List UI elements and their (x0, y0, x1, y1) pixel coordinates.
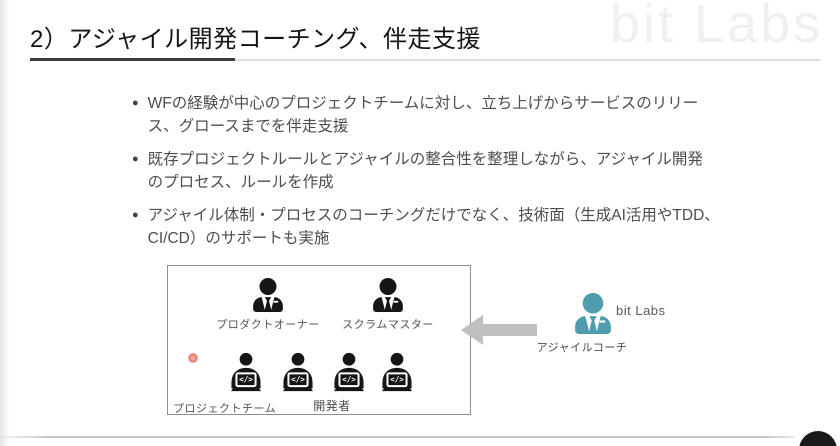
bullet-text: 既存プロジェクトルールとアジャイルの整合性を整理しながら、アジャイル開発 のプロ… (148, 148, 703, 194)
webcam-bubble[interactable] (799, 431, 837, 446)
developer-icon: </> (329, 351, 369, 393)
developer-icon: </> (226, 351, 266, 393)
bullet-marker-icon: ● (132, 153, 139, 165)
agile-coach-label: アジャイルコーチ (536, 342, 628, 354)
team-diagram-box: プロダクトオーナー スクラムマスター </> </> </> </> 開発者 プ… (167, 265, 471, 415)
coach-company-label: bit Labs (616, 303, 666, 318)
code-glyph: </> (342, 375, 356, 384)
title-underline (30, 58, 235, 61)
left-arrow-shape (461, 315, 537, 345)
code-glyph: </> (239, 375, 253, 384)
bullet-text: アジャイル体制・プロセスのコーチングだけでなく、技術面（生成AI活用やTDD、 … (148, 204, 720, 250)
bullet-marker-icon: ● (132, 209, 139, 221)
developers-label: 開発者 (313, 399, 351, 413)
agile-coach-icon (575, 293, 611, 339)
bullet-line: のプロセス、ルールを作成 (147, 174, 334, 191)
agile-coach-shape (575, 293, 611, 334)
bullet-line: CI/CD）のサポートも実施 (147, 230, 330, 247)
bottom-divider (0, 436, 795, 438)
bullet-list: ● WFの経験が中心のプロジェクトチームに対し、立ち上げからサービスのリリー ス… (132, 92, 720, 260)
left-arrow-icon (461, 315, 537, 345)
bullet-line: 既存プロジェクトルールとアジャイルの整合性を整理しながら、アジャイル開発 (147, 151, 703, 168)
bullet-line: WFの経験が中心のプロジェクトチームに対し、立ち上げからサービスのリリー (147, 95, 699, 112)
watermark-text: bit Labs (610, 0, 824, 54)
bullet-line: アジャイル体制・プロセスのコーチングだけでなく、技術面（生成AI活用やTDD、 (147, 207, 720, 224)
laser-pointer-dot (188, 353, 198, 363)
project-team-label: プロジェクトチーム (173, 403, 277, 415)
title-underline-extension (235, 59, 820, 61)
slide-title: 2）アジャイル開発コーチング、伴走支援 (30, 26, 482, 53)
code-glyph: </> (291, 375, 305, 384)
developer-icon: </> (377, 351, 417, 393)
bullet-text: WFの経験が中心のプロジェクトチームに対し、立ち上げからサービスのリリー ス、グ… (148, 92, 699, 138)
bullet-item: ● WFの経験が中心のプロジェクトチームに対し、立ち上げからサービスのリリー ス… (132, 92, 720, 138)
bullet-marker-icon: ● (132, 97, 139, 109)
product-owner-icon (253, 278, 283, 312)
product-owner-label: プロダクトオーナー (216, 319, 320, 331)
code-glyph: </> (390, 375, 404, 384)
scrum-master-label: スクラムマスター (342, 319, 434, 331)
slide-edge-shade (0, 0, 9, 446)
bullet-item: ● 既存プロジェクトルールとアジャイルの整合性を整理しながら、アジャイル開発 の… (132, 148, 720, 194)
bullet-line: ス、グロースまでを伴走支援 (147, 118, 349, 135)
developer-icon: </> (278, 351, 318, 393)
bullet-item: ● アジャイル体制・プロセスのコーチングだけでなく、技術面（生成AI活用やTDD… (132, 204, 720, 250)
scrum-master-icon (373, 278, 403, 312)
